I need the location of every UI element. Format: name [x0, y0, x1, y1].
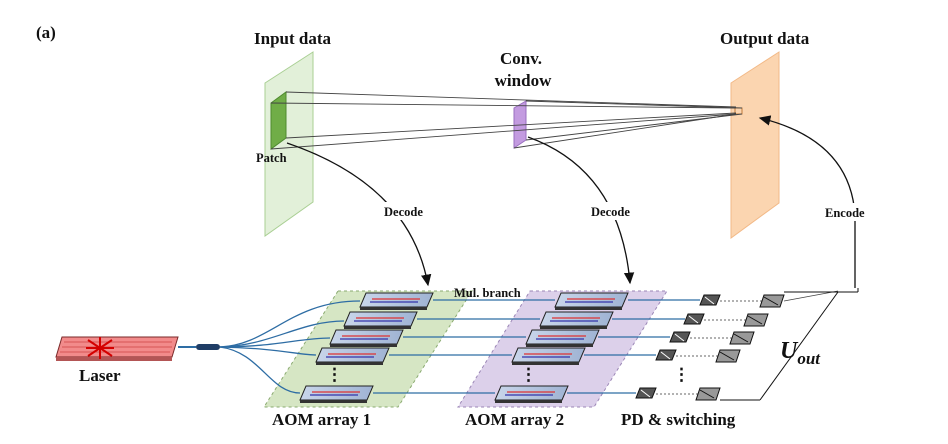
pd-switch-unit: [655, 349, 741, 363]
mul-branch-label: Mul. branch: [454, 286, 521, 300]
decode-label-bg-2: [587, 202, 651, 220]
aom-modulator: [539, 311, 614, 329]
aom-modulator: [554, 292, 629, 310]
pd-switch-unit: [683, 313, 769, 327]
encode-label-bg: [822, 203, 882, 221]
aom-array-2: [494, 292, 629, 403]
aom-modulator: [359, 292, 434, 310]
aom-array-1-label: AOM array 1: [272, 410, 371, 429]
fiber-splitter: [196, 344, 220, 350]
output-bus: [720, 288, 859, 401]
aom-modulator: [494, 385, 569, 403]
panel-label: (a): [36, 23, 56, 42]
encode-label: Encode: [825, 206, 865, 220]
aom-modulator: [525, 329, 600, 347]
pd-switch-unit: [669, 331, 755, 345]
decode-arrow-1: [286, 142, 432, 287]
output-data-label: Output data: [720, 29, 810, 48]
decode-label-2: Decode: [591, 205, 630, 219]
conv-window-label-line1: Conv.: [500, 49, 542, 68]
pd-switch-unit: [699, 290, 839, 308]
decode-label-1: Decode: [384, 205, 423, 219]
laser-source: [55, 336, 179, 361]
decode-arrow-2: [527, 136, 635, 285]
conv-window-label-line2: window: [495, 71, 552, 90]
ellipsis-aom-2: ⋮: [520, 365, 537, 384]
aom-array-1: [299, 292, 434, 403]
ellipsis-aom-1: ⋮: [326, 365, 343, 384]
patch-label: Patch: [256, 151, 287, 165]
aom-modulator: [329, 329, 404, 347]
aom-modulator: [299, 385, 374, 403]
pd-switching-label: PD & switching: [621, 410, 736, 429]
output-data-plane: [730, 51, 780, 239]
u-out-label: Uout: [780, 338, 821, 368]
pd-switch-unit: [635, 387, 721, 401]
fiber-branches: [219, 300, 361, 394]
aom-modulator: [315, 347, 390, 365]
pd-switching-array: [635, 290, 839, 401]
input-data-label: Input data: [254, 29, 332, 48]
aom-modulator: [343, 311, 418, 329]
aom-array-2-label: AOM array 2: [465, 410, 564, 429]
decode-label-bg-1: [380, 202, 444, 220]
ellipsis-pd: ⋮: [673, 365, 690, 384]
aom-modulator: [511, 347, 586, 365]
laser-label: Laser: [79, 366, 121, 385]
laser-burst-icon: [86, 337, 114, 359]
projection-lines: [270, 91, 743, 150]
fiber-links: [373, 299, 700, 394]
